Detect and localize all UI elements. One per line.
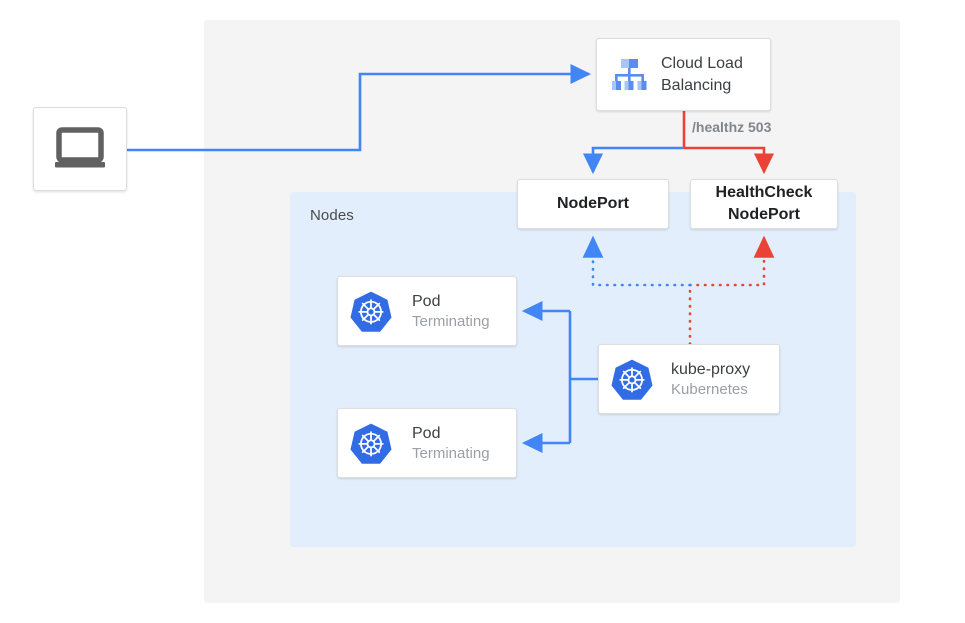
kubernetes-icon	[350, 290, 392, 332]
pod-2-title: Pod	[412, 424, 441, 442]
kubernetes-icon	[350, 422, 392, 464]
kubernetes-icon	[611, 358, 653, 400]
kube-proxy[interactable]: kube-proxy Kubernetes	[598, 344, 780, 414]
cloud-load-balancing-title-line-2: Balancing	[661, 76, 732, 94]
nodeport[interactable]: NodePort	[517, 179, 669, 229]
pod-2-subtitle: Terminating	[412, 444, 490, 462]
pod-1-text: Pod Terminating	[412, 291, 490, 332]
pod-1-subtitle: Terminating	[412, 312, 490, 330]
pod-1-title: Pod	[412, 292, 441, 310]
kube-proxy-text: kube-proxy Kubernetes	[671, 359, 750, 400]
cloud-load-balancing-text: Cloud Load Balancing	[661, 53, 743, 95]
healthcheck-nodeport[interactable]: HealthCheck NodePort	[690, 179, 838, 229]
laptop-icon	[53, 127, 107, 171]
cloud-load-balancing[interactable]: Cloud Load Balancing	[596, 38, 771, 111]
cloud-load-balancing-icon	[607, 53, 651, 97]
healthz-503-label: /healthz 503	[692, 119, 772, 135]
pod-2-text: Pod Terminating	[412, 423, 490, 464]
kube-proxy-title: kube-proxy	[671, 360, 751, 378]
pod-1[interactable]: Pod Terminating	[337, 276, 517, 346]
nodes-region-label: Nodes	[310, 207, 354, 224]
healthcheck-nodeport-label-line-1: HealthCheck	[715, 184, 813, 202]
pod-2[interactable]: Pod Terminating	[337, 408, 517, 478]
cloud-load-balancing-title-line-1: Cloud Load	[661, 55, 743, 73]
healthcheck-nodeport-label: HealthCheck NodePort	[716, 182, 813, 225]
kube-proxy-subtitle: Kubernetes	[671, 380, 748, 398]
nodeport-label: NodePort	[557, 195, 629, 213]
healthcheck-nodeport-label-line-2: NodePort	[727, 206, 800, 223]
client-device[interactable]	[33, 107, 127, 191]
